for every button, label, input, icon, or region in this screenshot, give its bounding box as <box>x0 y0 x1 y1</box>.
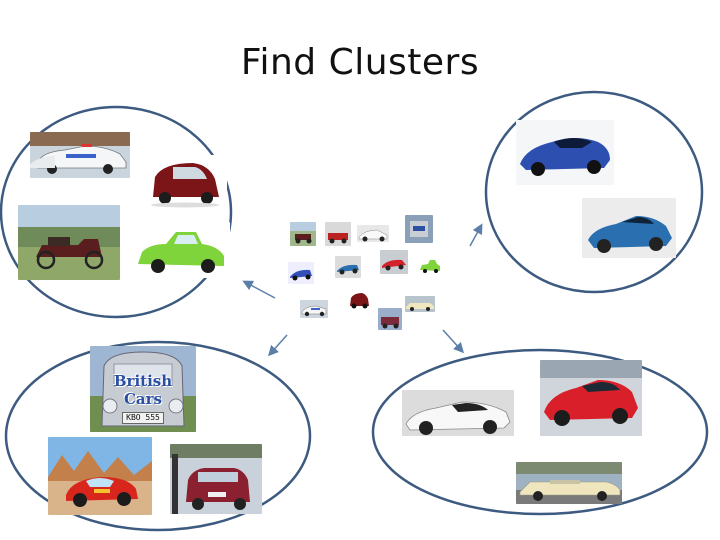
cluster-ellipse-top-left <box>0 105 233 319</box>
mini-white-supercar <box>357 225 389 242</box>
green-microcar-image <box>132 222 230 278</box>
red-microcar-image <box>143 155 227 209</box>
mini-police-car <box>300 300 328 318</box>
british-cars-badge-image: British Cars KBO 555 <box>90 346 196 432</box>
badge-line2: Cars <box>123 390 162 408</box>
mini-red-classic-car <box>378 308 402 330</box>
mini-british-badge <box>405 215 433 243</box>
license-plate: KBO 555 <box>122 412 164 424</box>
mini-green-microcar <box>418 256 442 276</box>
arrow-to-top-right <box>469 223 483 247</box>
blue-concept-car-image <box>516 120 614 185</box>
blue-sports-car-image <box>582 198 676 258</box>
red-classic-car-image <box>170 444 262 514</box>
cluster-ellipse-bottom-left <box>4 340 312 532</box>
cluster-ellipse-bottom-right <box>371 348 709 516</box>
red-sports-coupe-image <box>540 360 642 436</box>
mini-blue-concept <box>288 262 314 284</box>
arrow-to-top-left <box>242 280 276 299</box>
vintage-roadster-image <box>18 205 120 280</box>
arrow-to-bottom-right <box>442 329 465 354</box>
arrow-to-bottom-left <box>267 334 288 357</box>
mini-vintage-roadster <box>290 222 316 246</box>
police-car-image <box>30 132 130 178</box>
white-supercar-image <box>402 390 514 436</box>
badge-line1: British <box>113 372 173 390</box>
slide-title: Find Clusters <box>240 42 480 83</box>
mini-red-microcar <box>347 290 371 310</box>
mini-blue-sports <box>335 256 361 278</box>
mini-red-classic <box>325 222 351 246</box>
cluster-ellipse-top-right <box>484 90 704 294</box>
cartoon-race-car-image <box>48 437 152 515</box>
mini-red-sports-coupe <box>380 250 408 274</box>
cream-classic-convertible-image <box>516 462 622 504</box>
mini-cream-convertible <box>405 296 435 312</box>
